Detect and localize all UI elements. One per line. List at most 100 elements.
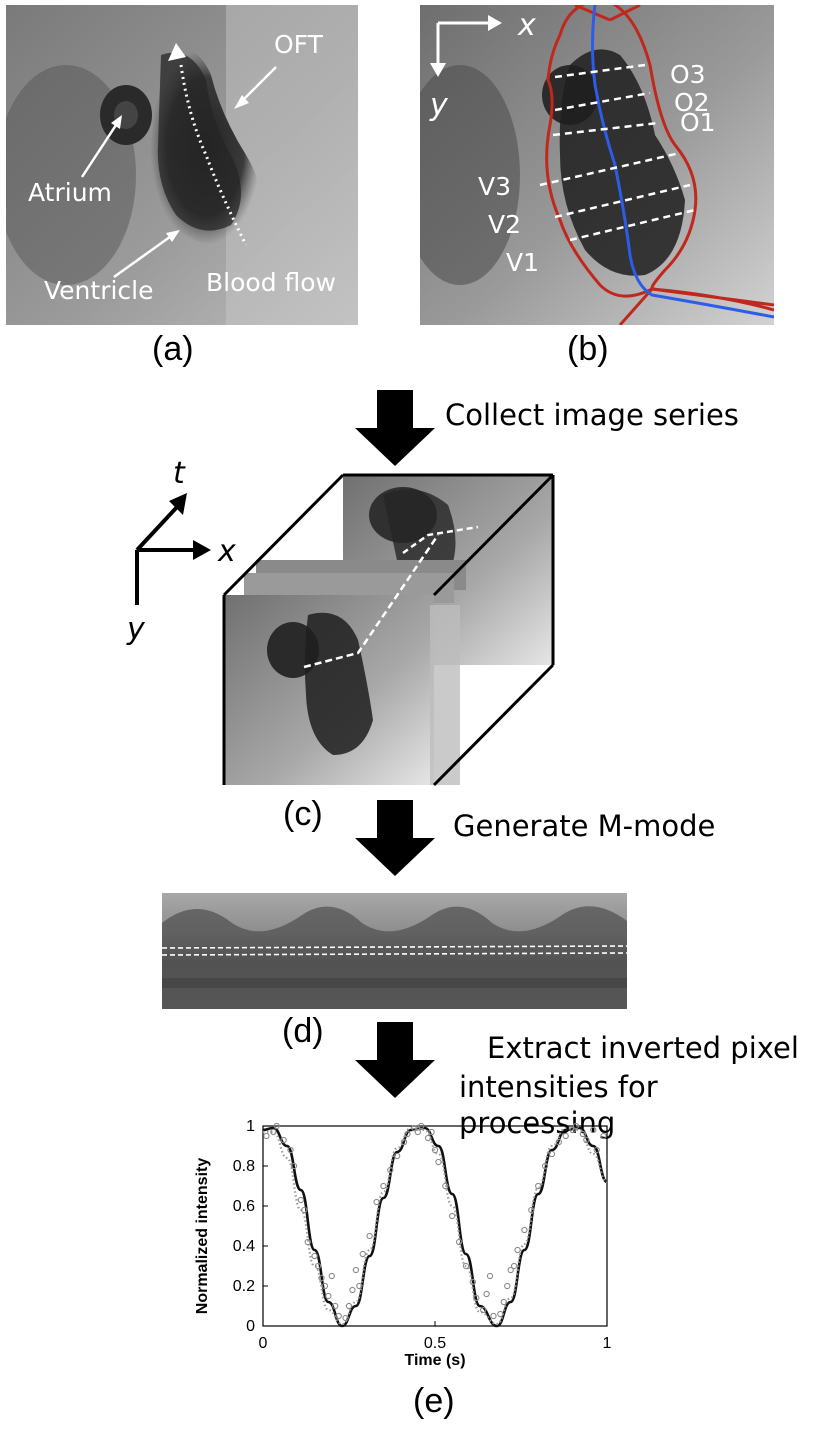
- data-point: [462, 1262, 470, 1270]
- data-point: [562, 1132, 569, 1140]
- data-point: [387, 1166, 394, 1174]
- data-point: [311, 1252, 318, 1260]
- data-point: [486, 1272, 494, 1280]
- data-point: [342, 1314, 349, 1322]
- data-point: [345, 1302, 353, 1310]
- data-point: [411, 1124, 418, 1132]
- panel-a-letter: (a): [152, 330, 194, 368]
- label-ventricle: Ventricle: [44, 276, 154, 305]
- x-axis-title: Time (s): [404, 1352, 465, 1369]
- data-point: [349, 1286, 356, 1294]
- label-atrium: Atrium: [28, 178, 112, 207]
- data-point: [483, 1290, 490, 1298]
- data-point: [541, 1162, 549, 1170]
- data-point: [497, 1310, 504, 1318]
- data-point: [273, 1122, 280, 1130]
- y-tick-label: 0.6: [233, 1198, 255, 1215]
- data-point: [590, 1126, 597, 1134]
- data-point: [480, 1306, 487, 1314]
- panel-c-axis-x: x: [217, 534, 236, 569]
- panel-b-axis-y: y: [429, 88, 449, 123]
- y-tick-label: 0.2: [233, 1278, 255, 1295]
- data-point: [335, 1312, 342, 1320]
- series-fit-line: [262, 1126, 608, 1328]
- plot-frame: [262, 1125, 608, 1327]
- step-collect: Collect image series: [445, 398, 739, 432]
- data-point: [352, 1266, 360, 1274]
- y-tick-label: 0: [246, 1318, 255, 1335]
- data-point: [332, 1302, 339, 1310]
- down-arrow-icon: [355, 1022, 435, 1098]
- line-label-v3: V3: [478, 172, 511, 201]
- data-point: [400, 1138, 408, 1146]
- data-point: [366, 1232, 373, 1240]
- line-label-v1: V1: [506, 248, 539, 277]
- data-point: [328, 1272, 335, 1280]
- data-point: [548, 1150, 556, 1158]
- data-point: [569, 1126, 576, 1134]
- line-label-o3: O3: [670, 60, 706, 89]
- x-tick-label: 0: [259, 1335, 268, 1352]
- data-point: [507, 1266, 514, 1274]
- data-point: [555, 1138, 562, 1146]
- data-point: [514, 1246, 521, 1254]
- data-point: [418, 1122, 425, 1130]
- line-label-o2: O2: [674, 88, 710, 117]
- data-point: [431, 1146, 439, 1154]
- data-point: [455, 1238, 463, 1246]
- data-point: [473, 1294, 480, 1302]
- y-tick-label: 0.8: [233, 1158, 255, 1175]
- panel-b-axis-x: x: [517, 8, 536, 43]
- data-point: [321, 1282, 329, 1290]
- data-point: [490, 1312, 497, 1320]
- data-point: [297, 1196, 304, 1204]
- x-tick-label: 1: [603, 1335, 612, 1352]
- data-point: [380, 1182, 387, 1190]
- step-extract-line2: intensities for processing: [459, 1070, 658, 1140]
- data-point: [510, 1262, 518, 1270]
- data-point: [290, 1162, 298, 1170]
- data-point: [428, 1128, 435, 1136]
- data-point: [424, 1134, 432, 1142]
- data-point: [280, 1136, 287, 1144]
- panel-a-image: OFT Atrium Ventricle Blood flow: [6, 5, 358, 325]
- data-point: [414, 1128, 421, 1136]
- y-axis-title: Normalized intensity: [194, 1158, 211, 1315]
- down-arrow-icon: [355, 390, 435, 466]
- panel-c-axis-t: t: [173, 456, 186, 491]
- panel-e-letter: (e): [413, 1382, 455, 1420]
- data-point: [500, 1298, 507, 1306]
- data-point: [572, 1122, 580, 1130]
- step-generate: Generate M-mode: [453, 809, 716, 843]
- data-point: [535, 1182, 542, 1190]
- data-point: [318, 1274, 325, 1282]
- data-point: [394, 1152, 401, 1160]
- data-point: [583, 1136, 590, 1144]
- panel-c-letter: (c): [283, 795, 323, 833]
- line-label-o1: O1: [680, 108, 716, 137]
- data-point: [435, 1158, 442, 1166]
- data-point: [404, 1130, 411, 1138]
- panel-c-stack: [222, 473, 555, 787]
- data-point: [442, 1182, 449, 1190]
- data-point: [304, 1238, 311, 1246]
- label-oft: OFT: [274, 30, 324, 59]
- data-point: [301, 1206, 308, 1214]
- panel-d-letter: (d): [282, 1012, 324, 1050]
- y-tick-label: 1: [246, 1118, 255, 1135]
- panel-d-mmode: [162, 893, 627, 1009]
- data-point: [593, 1146, 600, 1154]
- data-point: [263, 1132, 270, 1140]
- line-label-v2: V2: [488, 210, 521, 239]
- data-point: [449, 1212, 456, 1220]
- data-point: [469, 1278, 476, 1286]
- data-point: [600, 1132, 607, 1140]
- data-point: [521, 1226, 528, 1234]
- label-blood-flow: Blood flow: [206, 268, 336, 297]
- down-arrow-icon: [355, 800, 435, 876]
- data-point: [504, 1282, 511, 1290]
- data-point: [528, 1206, 535, 1214]
- panel-b-letter: (b): [567, 330, 609, 368]
- step-extract-line1: Extract inverted pixel: [487, 1031, 799, 1065]
